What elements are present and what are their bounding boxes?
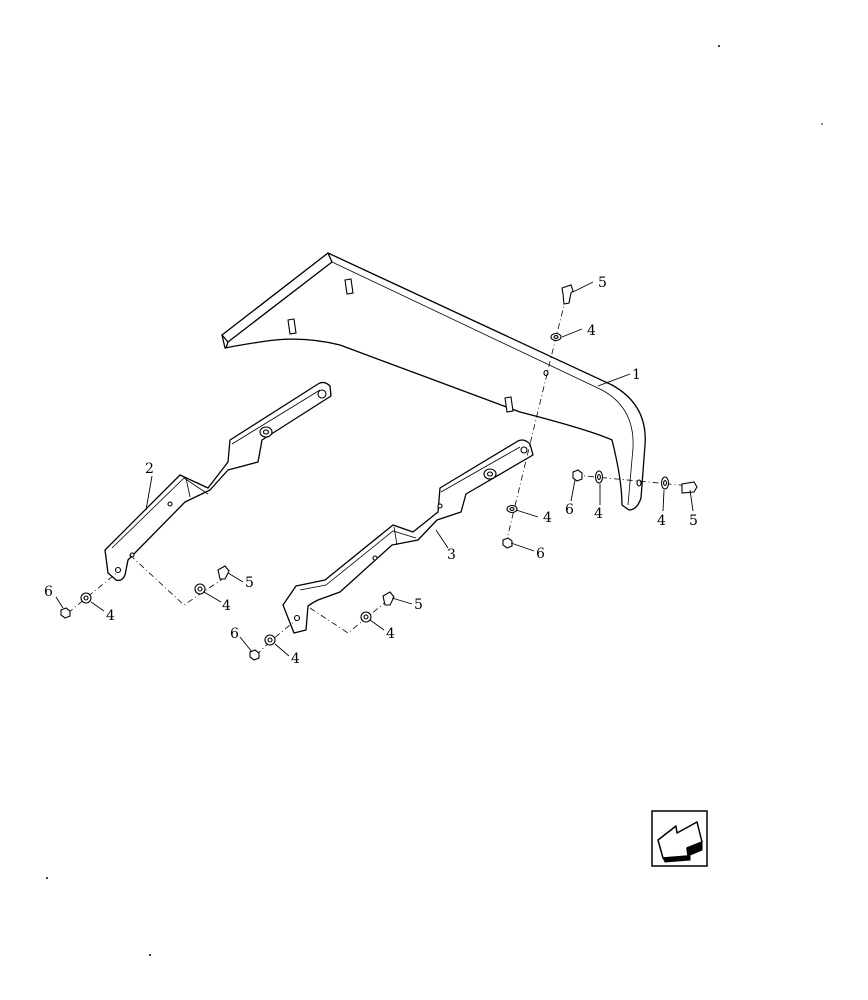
callout-part-4: 4 [386, 626, 395, 642]
callout-part-4: 4 [291, 651, 300, 667]
callout-part-4: 4 [543, 510, 552, 526]
callout-part-4: 4 [657, 513, 666, 529]
callout-part-5: 5 [598, 275, 607, 291]
shield-part-1 [221, 252, 646, 511]
washer-hardware [80, 332, 670, 646]
leader-lines [55, 281, 694, 657]
callout-part-6: 6 [44, 584, 53, 600]
arrow-left-down-icon[interactable] [651, 810, 708, 867]
speck [46, 877, 48, 879]
bracket-part-2 [104, 381, 332, 582]
callout-part-4: 4 [222, 598, 231, 614]
callout-part-2: 2 [145, 461, 154, 477]
callout-part-1: 1 [632, 367, 641, 383]
callout-part-3: 3 [447, 547, 456, 563]
callout-part-4: 4 [594, 506, 603, 522]
callout-part-6: 6 [565, 502, 574, 518]
bracket-part-3 [282, 439, 534, 634]
callout-part-6: 6 [230, 626, 239, 642]
speck [718, 45, 720, 47]
bolt-hardware [217, 284, 698, 606]
callout-part-6: 6 [536, 546, 545, 562]
speck [821, 123, 823, 125]
callout-labels: 1 2 3 5 4 4 6 6 4 4 5 6 4 5 4 6 4 5 4 [44, 275, 698, 667]
nut-hardware [60, 469, 583, 661]
callout-part-4: 4 [106, 608, 115, 624]
speck [149, 954, 151, 956]
callout-part-4: 4 [587, 323, 596, 339]
callout-part-5: 5 [245, 575, 254, 591]
callout-part-5: 5 [689, 513, 698, 529]
callout-part-5: 5 [414, 597, 423, 613]
